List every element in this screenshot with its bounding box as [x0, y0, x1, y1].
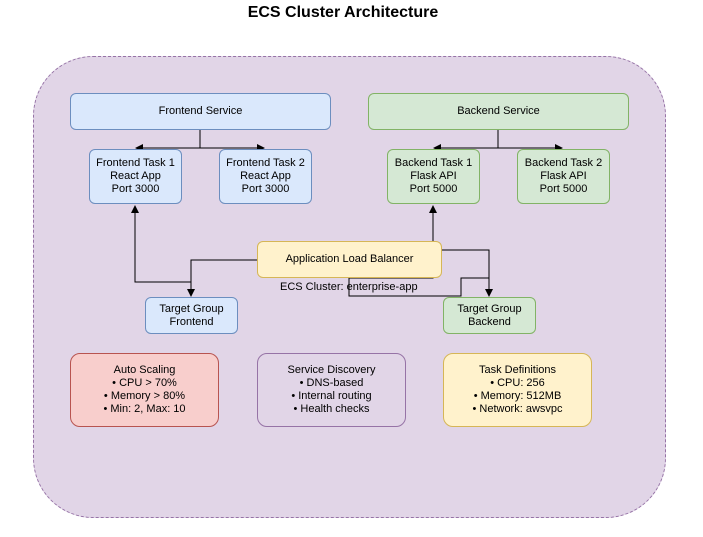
service-discovery-node: Service Discovery • DNS-based • Internal…	[257, 353, 406, 427]
application-load-balancer-node: Application Load Balancer	[257, 241, 442, 278]
edge-alb-frontend-target-group	[187, 259, 257, 297]
info-title: Task Definitions	[478, 364, 557, 376]
info-line: • DNS-based	[299, 377, 364, 389]
backend-service-label: Backend Service	[457, 105, 540, 117]
info-line: • Internal routing	[291, 390, 372, 402]
task-name: Backend Task 1	[394, 157, 473, 169]
task-port: Port 5000	[539, 183, 588, 195]
frontend-task-1-node: Frontend Task 1 React App Port 3000	[89, 149, 182, 204]
info-line: • Memory: 512MB	[473, 390, 562, 402]
info-line: • CPU > 70%	[112, 377, 177, 389]
target-group-title: Target Group	[457, 302, 522, 315]
frontend-task-2-node: Frontend Task 2 React App Port 3000	[219, 149, 312, 204]
target-group-name: Backend	[468, 315, 511, 328]
frontend-target-group-node: Target Group Frontend	[145, 297, 238, 334]
load-balancer-label: Application Load Balancer	[285, 253, 414, 265]
backend-target-group-node: Target Group Backend	[443, 297, 536, 334]
edge-alb-backend-target-group	[432, 249, 493, 297]
target-group-title: Target Group	[159, 302, 224, 315]
auto-scaling-node: Auto Scaling • CPU > 70% • Memory > 80% …	[70, 353, 219, 427]
backend-task-2-node: Backend Task 2 Flask API Port 5000	[517, 149, 610, 204]
info-title: Auto Scaling	[113, 364, 176, 376]
info-line: • Memory > 80%	[103, 390, 186, 402]
edge-frontend-service-task-1	[135, 130, 201, 152]
frontend-service-node: Frontend Service	[70, 93, 331, 130]
cluster-label: ECS Cluster: enterprise-app	[280, 281, 418, 293]
task-name: Frontend Task 1	[96, 157, 175, 169]
task-port: Port 3000	[111, 183, 160, 195]
task-definitions-node: Task Definitions • CPU: 256 • Memory: 51…	[443, 353, 592, 427]
edge-frontend-target-group-task-1	[131, 205, 191, 283]
task-port: Port 5000	[409, 183, 458, 195]
info-line: • Health checks	[293, 403, 370, 415]
info-title: Service Discovery	[287, 364, 376, 376]
info-line: • Network: awsvpc	[472, 403, 563, 415]
edge-backend-target-group-task-1	[348, 205, 489, 297]
edge-backend-service-task-1	[433, 130, 499, 152]
task-app: Flask API	[540, 170, 587, 182]
diagram-title: ECS Cluster Architecture	[247, 4, 439, 21]
frontend-service-label: Frontend Service	[158, 105, 243, 117]
task-app: React App	[110, 170, 161, 182]
target-group-name: Frontend	[169, 315, 214, 328]
task-app: Flask API	[410, 170, 457, 182]
task-app: React App	[240, 170, 291, 182]
task-name: Frontend Task 2	[226, 157, 305, 169]
info-line: • CPU: 256	[490, 377, 545, 389]
backend-task-1-node: Backend Task 1 Flask API Port 5000	[387, 149, 480, 204]
task-port: Port 3000	[241, 183, 290, 195]
info-line: • Min: 2, Max: 10	[103, 403, 186, 415]
task-name: Backend Task 2	[524, 157, 603, 169]
backend-service-node: Backend Service	[368, 93, 629, 130]
